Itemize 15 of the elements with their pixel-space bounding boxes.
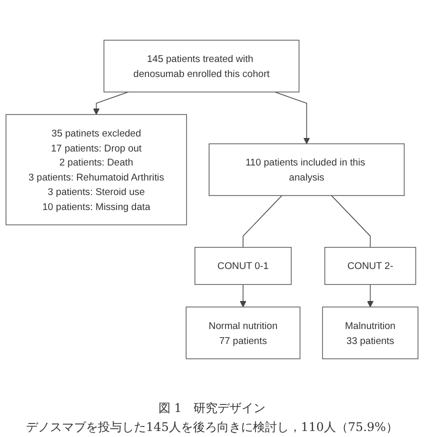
- node-box: Malnutrition 33 patients: [322, 306, 418, 360]
- node-box: Normal nutrition 77 patients: [186, 306, 300, 360]
- node-box: CONUT 2-: [324, 246, 416, 285]
- connector: [242, 195, 282, 248]
- arrow: [274, 92, 310, 144]
- node-box: 110 patients included in this analysis: [208, 143, 405, 196]
- node-box: 35 patinets excleded 17 patients: Drop out 2 patients: Death 3 patients: Rehumatoid Arthritis 3 patients: Steroid use 10 patients: Missing data: [6, 114, 187, 226]
- arrow: [240, 284, 246, 308]
- connector: [331, 195, 371, 248]
- arrow: [93, 92, 129, 115]
- node-box: CONUT 0-1: [194, 246, 292, 285]
- caption-text: デノスマブを投与した145人を後ろ向きに検討し，110人（75.9%）: [26, 419, 398, 436]
- node-box: 145 patients treated with denosumab enrolled this cohort: [104, 40, 300, 92]
- arrow: [366, 284, 374, 308]
- caption: 図 1 研究デザイン: [158, 400, 266, 417]
